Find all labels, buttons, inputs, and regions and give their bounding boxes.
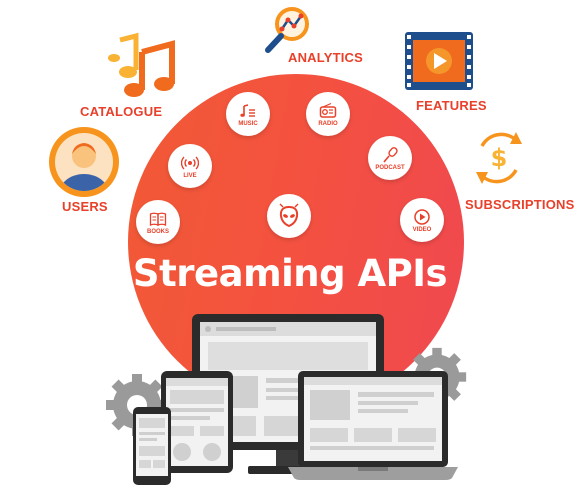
subscriptions-label: SUBSCRIPTIONS [465,197,575,212]
books-icon [149,212,167,226]
books-label: BOOKS [146,228,169,235]
video-item: VIDEO [400,198,444,242]
film-play-icon [405,32,473,90]
svg-text:$: $ [491,144,508,172]
radio-label: RADIO [318,120,338,127]
radio-item: RADIO [306,92,350,136]
catalogue-label: CATALOGUE [80,104,163,119]
user-avatar-icon [49,127,119,197]
phone-device [133,407,171,485]
users-label: USERS [62,199,108,214]
music-notes-icon [108,32,175,97]
alien-logo [267,194,311,238]
alien-logo-icon [279,203,299,228]
books-item: BOOKS [136,200,180,244]
analytics-label: ANALYTICS [288,50,363,65]
laptop-device [288,371,458,480]
video-icon [414,208,430,225]
music-label: MUSIC [238,120,258,127]
podcast-icon [383,146,398,163]
live-icon [181,156,199,169]
analytics-icon [265,7,309,53]
features-label: FEATURES [416,98,487,113]
music-item: MUSIC [226,92,270,136]
music-icon [240,103,255,117]
video-label: VIDEO [412,226,432,233]
subscription-dollar-icon: $ [476,132,522,184]
tablet-device [161,371,233,473]
streaming-apis-title: Streaming APIs [132,252,448,295]
radio-icon [319,102,337,118]
live-label: LIVE [183,172,197,179]
podcast-label: PODCAST [375,164,405,171]
live-item: LIVE [168,144,212,188]
podcast-item: PODCAST [368,136,412,180]
